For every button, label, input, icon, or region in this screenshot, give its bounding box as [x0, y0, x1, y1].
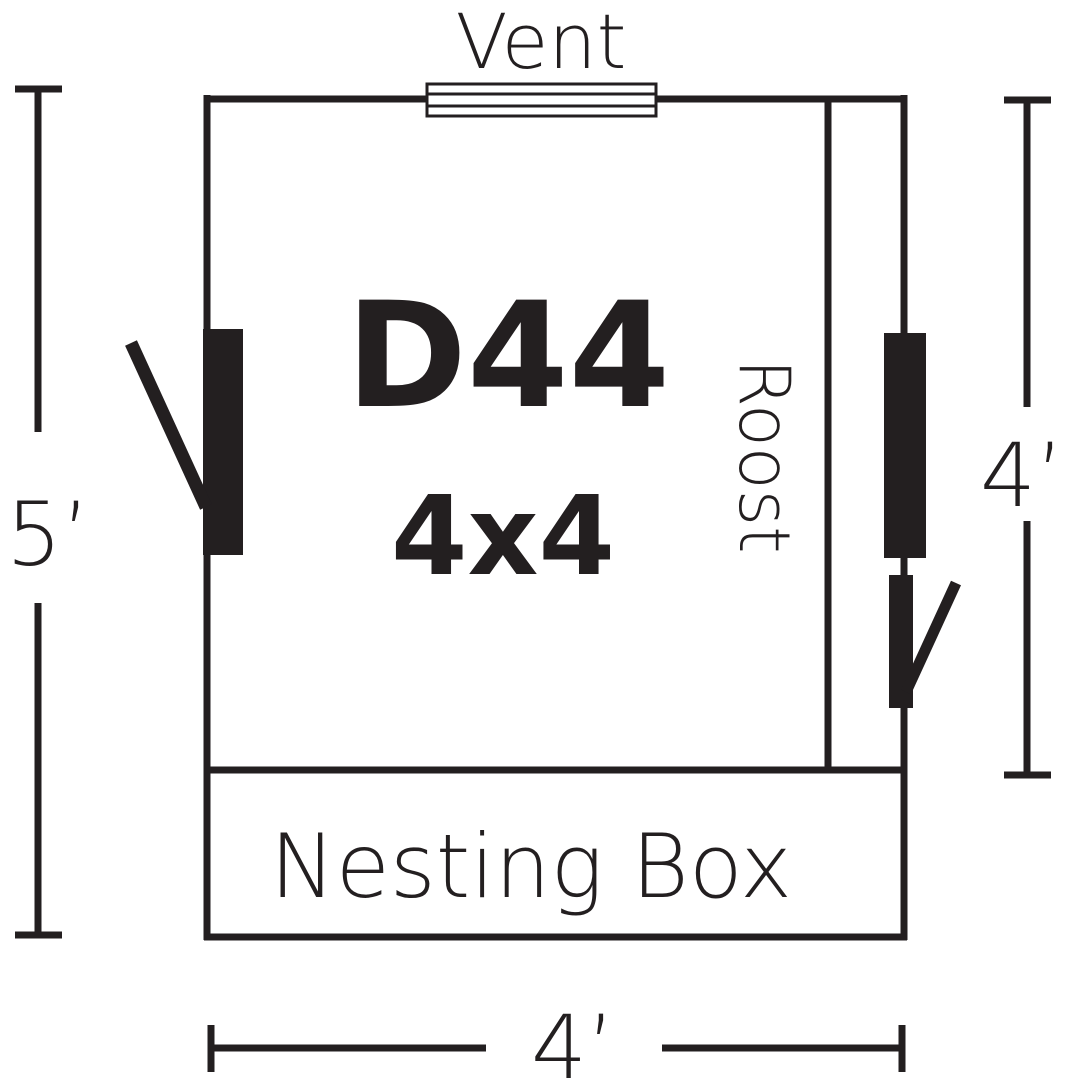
vent [425, 82, 658, 118]
right-door-panel-upper [884, 333, 926, 558]
height-left-label: 5’ [6, 483, 90, 586]
size-label: 4x4 [391, 472, 615, 600]
left-door-panel [203, 329, 243, 555]
left-door [125, 329, 243, 555]
height-dimension-left [15, 85, 62, 939]
width-bottom-label: 4’ [531, 996, 615, 1080]
width-dimension-bottom [207, 1025, 906, 1072]
height-dimension-right [1004, 96, 1051, 779]
roost-label: Roost [723, 358, 805, 553]
right-door-swing [901, 580, 961, 695]
vent-frame [425, 82, 658, 118]
height-right-label: 4’ [980, 424, 1064, 527]
left-door-swing [125, 340, 212, 510]
right-door [884, 333, 961, 708]
model-label: D44 [346, 271, 670, 441]
nesting-box-label: Nesting Box [270, 815, 792, 918]
vent-label: Vent [456, 0, 627, 86]
coop-outline [203, 95, 908, 941]
